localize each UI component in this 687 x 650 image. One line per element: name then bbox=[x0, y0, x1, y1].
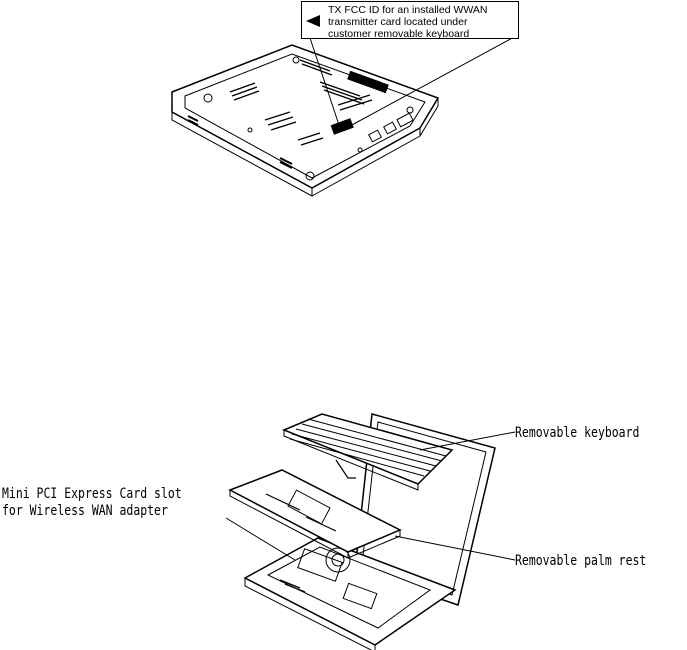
palm-rest-label: Removable palm rest bbox=[515, 553, 646, 570]
mini-pci-slot-label: Mini PCI Express Card slot for Wireless … bbox=[2, 486, 182, 520]
mini-pci-label-line-1: Mini PCI Express Card slot bbox=[2, 486, 182, 502]
keyboard-label: Removable keyboard bbox=[515, 425, 639, 442]
mini-pci-label-line-2: for Wireless WAN adapter bbox=[2, 503, 168, 519]
